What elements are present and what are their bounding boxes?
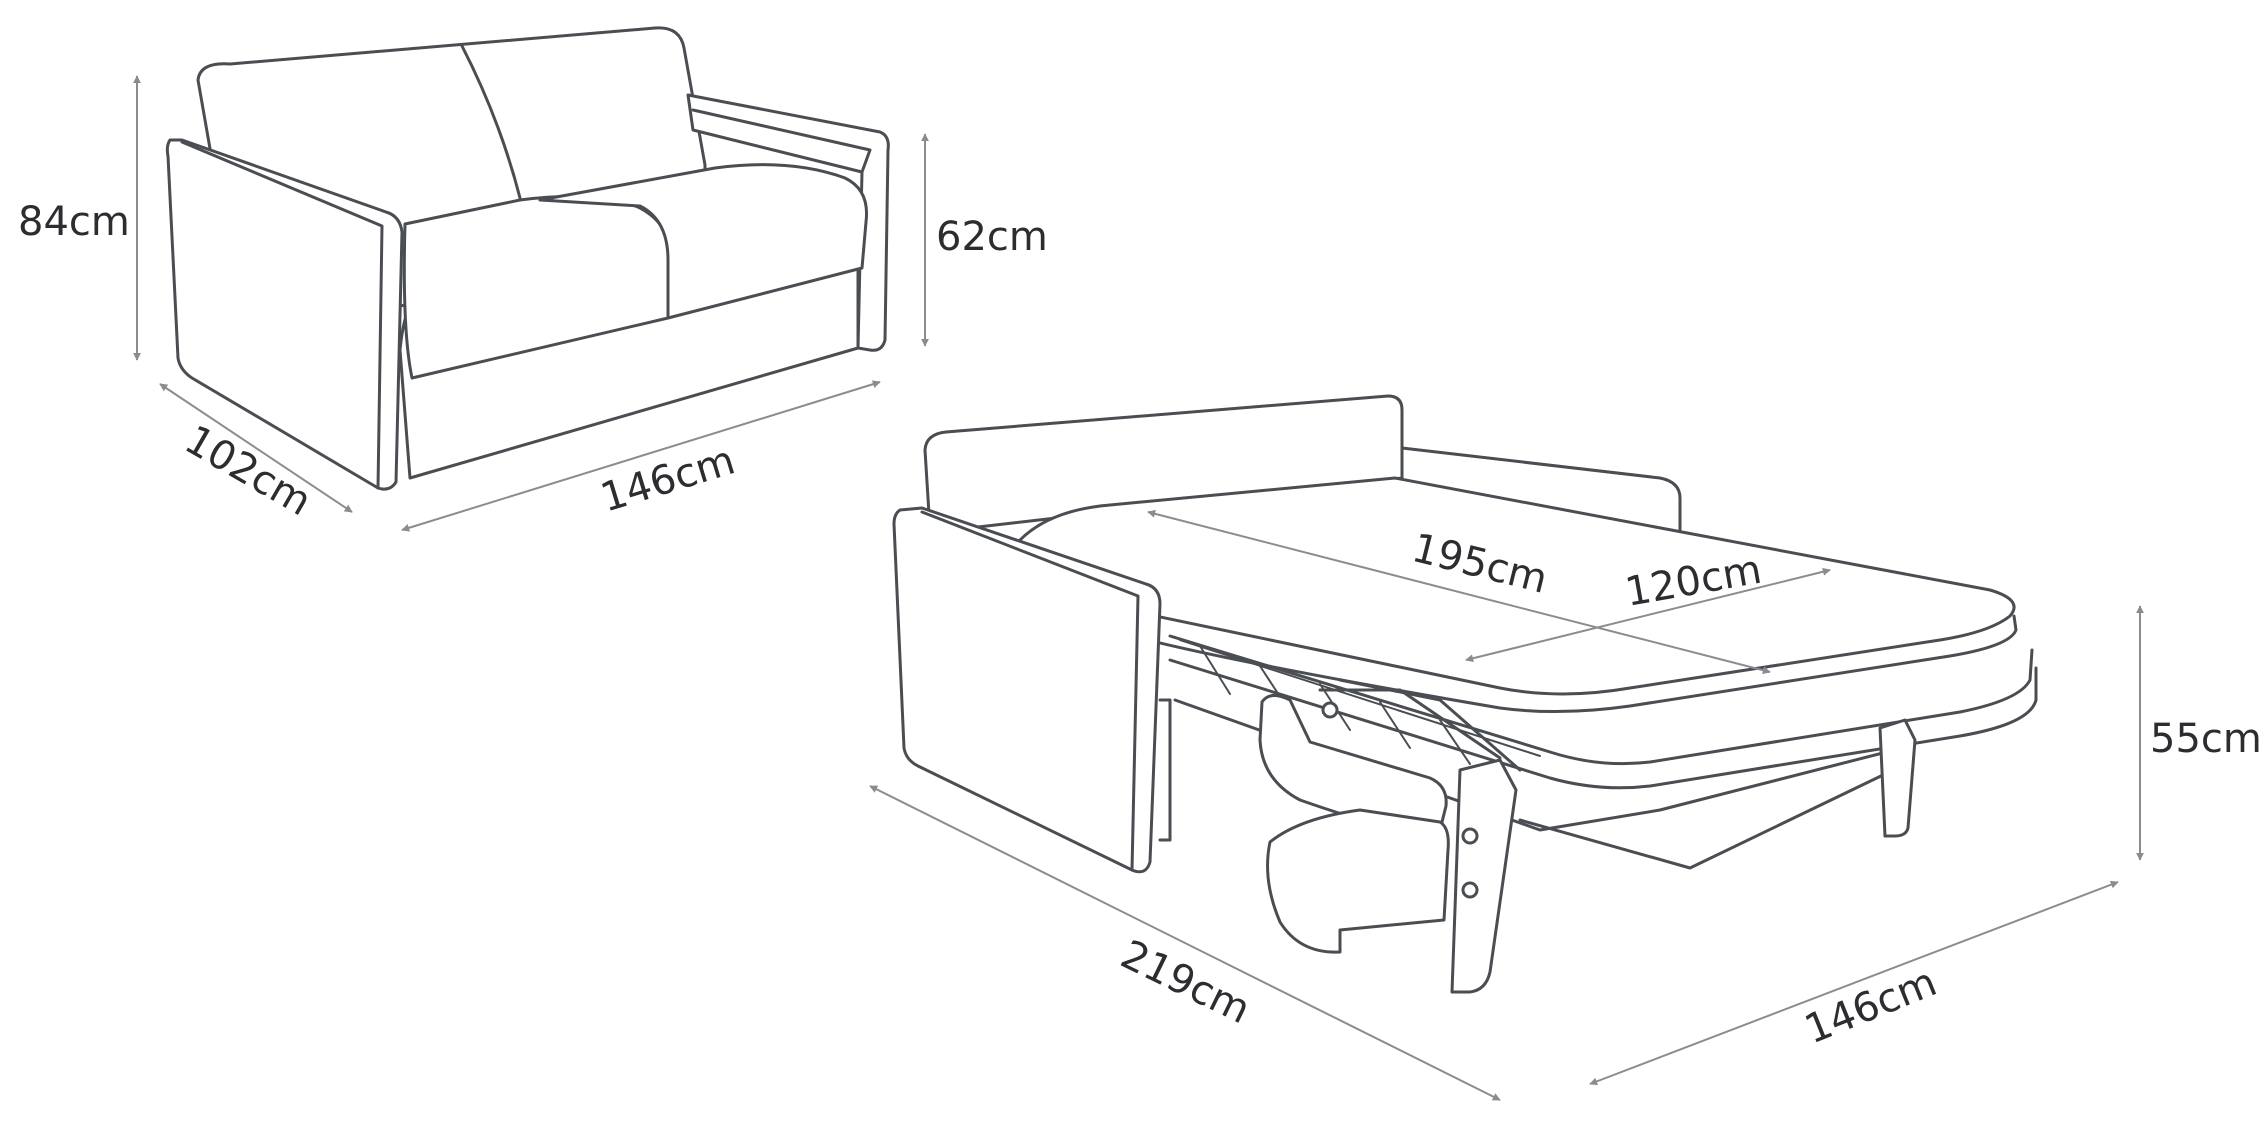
dimension-lines <box>133 75 2144 1101</box>
mattress-width-dimension-line <box>1465 567 1831 663</box>
sofa-bed-illustration <box>892 394 2038 994</box>
sofa-illustration <box>165 26 890 491</box>
sofa-width-dimension-line <box>401 380 881 532</box>
bed-backrest <box>923 394 1404 532</box>
sofa-seat-cushion-right <box>538 163 869 320</box>
bed-left-leg <box>1450 758 1518 994</box>
bed-height-label: 55cm <box>2150 716 2262 762</box>
sofa-backrest-seam <box>460 44 522 200</box>
sofa-depth-dimension-line <box>159 383 353 513</box>
bed-length-label: 219cm <box>1114 932 1258 1034</box>
sofa-width-label: 146cm <box>595 437 740 521</box>
bed-folded-cushion <box>1266 808 1450 954</box>
arm-height-label: 62cm <box>936 214 1048 260</box>
sofa-right-arm <box>686 93 890 352</box>
bed-frame-rail <box>1168 634 2034 766</box>
sofa-height-label: 84cm <box>18 199 130 245</box>
bed-width-label: 146cm <box>1799 959 1944 1053</box>
bed-length-dimension-line <box>869 785 1501 1101</box>
bed-width-dimension-line <box>1589 880 2119 1086</box>
bed-right-leg <box>1878 718 1917 838</box>
